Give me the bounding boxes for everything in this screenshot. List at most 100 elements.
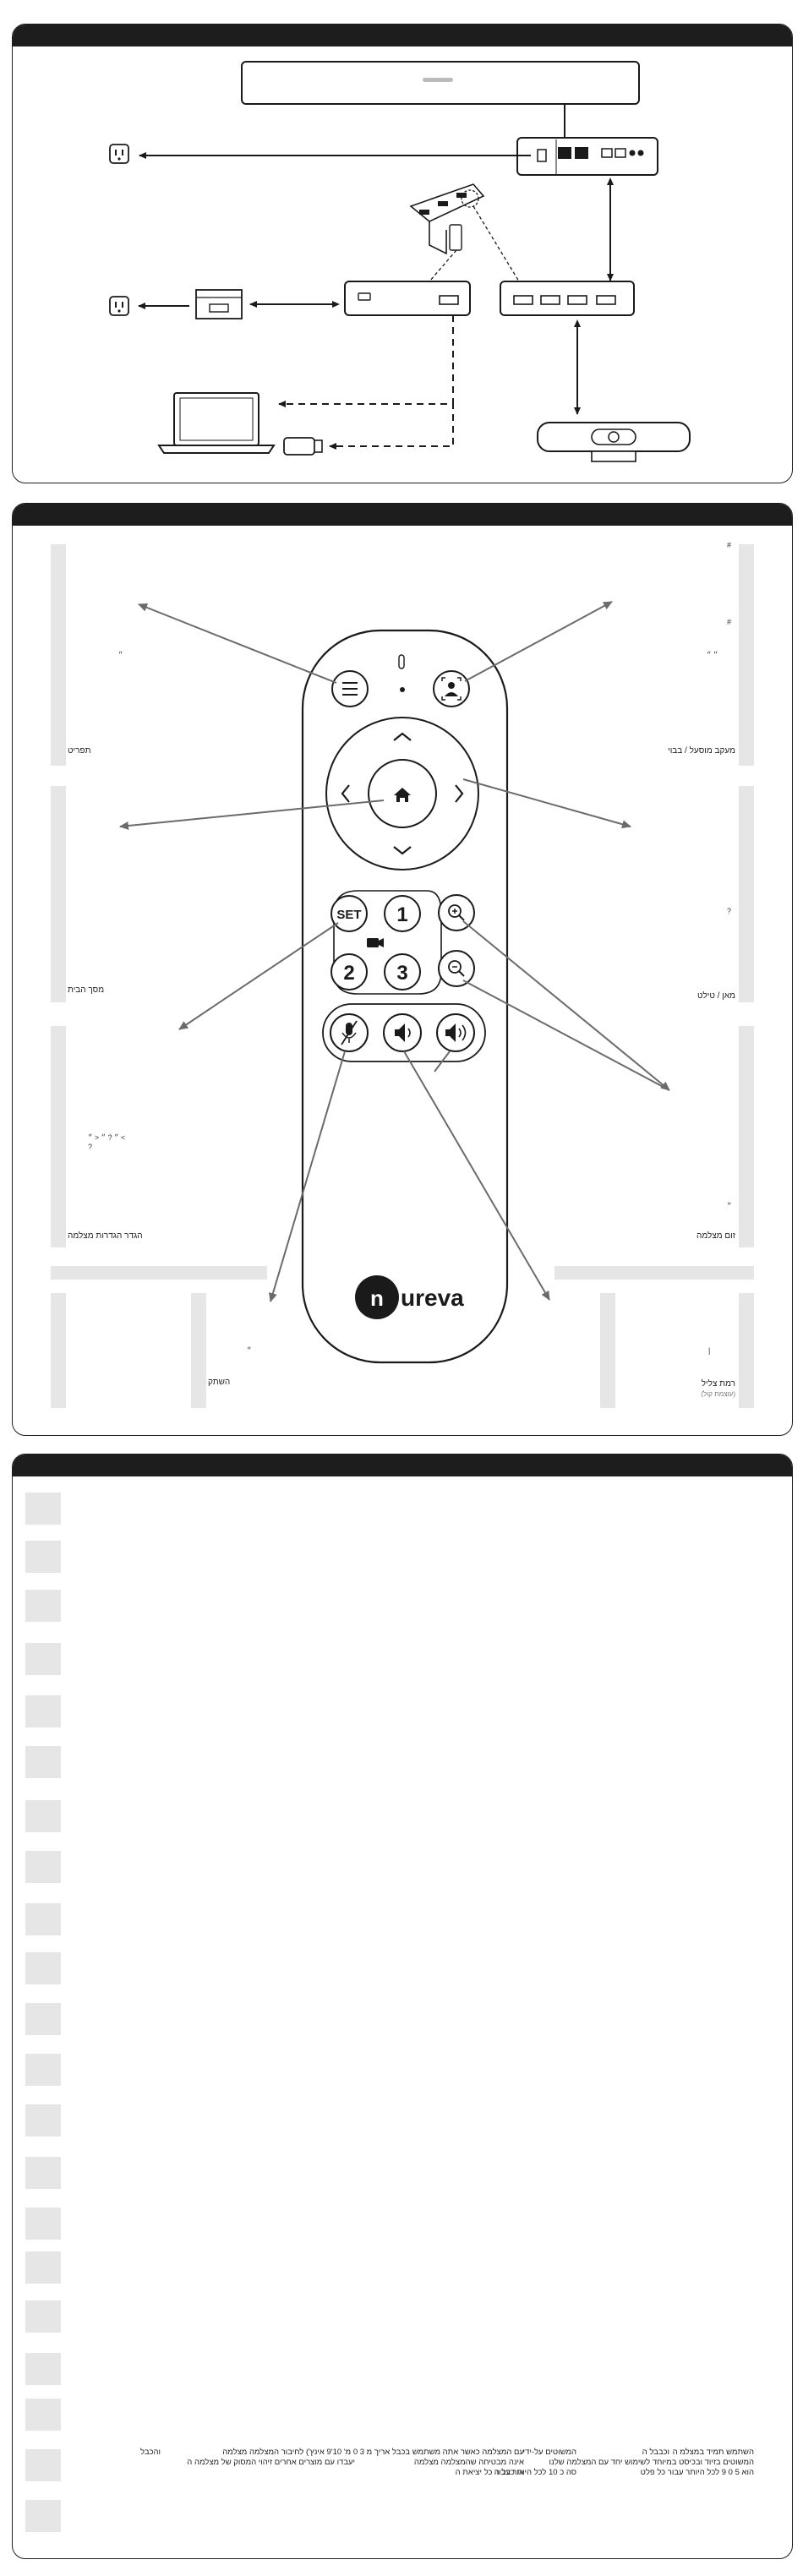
callout-home-label: מסך הבית bbox=[68, 985, 105, 995]
right-icon bbox=[455, 784, 464, 803]
list-marker bbox=[25, 1541, 61, 1573]
list-marker bbox=[25, 1493, 61, 1525]
list-marker bbox=[25, 1903, 61, 1935]
callout-bar bbox=[51, 1266, 267, 1280]
usb-camera-device bbox=[537, 422, 691, 462]
footnote-line: אינה מבטיחה שהמצלמה מצלמה bbox=[413, 2458, 524, 2467]
laptop-icon bbox=[157, 392, 276, 454]
callout-mark: ״ bbox=[247, 1346, 252, 1355]
callout-bar bbox=[739, 1293, 754, 1408]
down-icon bbox=[393, 846, 412, 855]
callout-bar bbox=[51, 1026, 66, 1247]
callout-mark: ״ bbox=[118, 651, 123, 659]
camera-icon bbox=[367, 938, 384, 947]
list-marker bbox=[25, 2300, 61, 2333]
set-button bbox=[330, 895, 368, 932]
usb-dongle-icon bbox=[283, 437, 323, 456]
list-marker bbox=[25, 2104, 61, 2137]
footnote-column: השתמש תמיד במצלמ ה המשוטים בזיוד ובכיסט … bbox=[549, 2448, 754, 2478]
svg-text:ureva: ureva bbox=[401, 1285, 464, 1311]
footnote-line: או כבל ה bbox=[494, 2468, 524, 2477]
callout-bar bbox=[554, 1266, 754, 1280]
list-marker bbox=[25, 2054, 61, 2086]
remote-control-diagram: SET 1 2 3 n ure bbox=[119, 601, 670, 1364]
footnote-line: וכבבל ה bbox=[642, 2448, 669, 2457]
volume-up-icon bbox=[436, 1013, 475, 1052]
preset-3-label: 3 bbox=[396, 962, 407, 985]
callout-mute-label: השתק bbox=[208, 1378, 231, 1387]
compute-box-device bbox=[344, 281, 471, 316]
callout-mark: ״ ? ״ < ״ < bbox=[88, 1133, 126, 1142]
volume-down-icon bbox=[383, 1013, 422, 1052]
list-marker bbox=[25, 2449, 61, 2481]
svg-text:n: n bbox=[370, 1285, 384, 1311]
footnote-line: והכבל bbox=[139, 2448, 161, 2457]
mounting-bracket bbox=[409, 183, 485, 255]
list-marker bbox=[25, 1800, 61, 1832]
callout-zoom-label: זום מצלמה bbox=[696, 1231, 735, 1241]
footnote-line: המשוטים על-ידי bbox=[522, 2448, 576, 2457]
up-icon bbox=[393, 732, 412, 741]
set-label: SET bbox=[336, 908, 361, 922]
zoom-in-icon bbox=[438, 894, 475, 931]
connection-diagram bbox=[109, 61, 691, 462]
list-marker bbox=[25, 2208, 61, 2240]
list-marker bbox=[25, 2500, 61, 2532]
callout-tracking-label: מעקב מוסעל / בבוי bbox=[668, 746, 735, 756]
footnote-line: סה כ 10 לכל היותר עבור כל יציאת ה bbox=[455, 2468, 576, 2477]
list-marker bbox=[25, 1590, 61, 1622]
panel-header bbox=[13, 25, 792, 46]
callout-bar bbox=[51, 1293, 66, 1408]
footnote-line: המשוטים בזיוד ובכיסט במיוחד לשימוש יחד ע… bbox=[549, 2458, 754, 2467]
person-frame-icon bbox=[433, 670, 470, 707]
callout-bar bbox=[600, 1293, 615, 1408]
mic-mute-icon bbox=[330, 1013, 369, 1052]
footnote-column: יעבדו עם מוצרים אחרים זיהוי המסוק של מצל… bbox=[187, 2458, 355, 2468]
menu-icon bbox=[331, 670, 369, 707]
callout-bar bbox=[739, 786, 754, 1002]
preset-3-button bbox=[384, 953, 421, 991]
footnote-line: השתמש תמיד במצלמ ה bbox=[672, 2448, 754, 2457]
footnote-line: עם המצלמה כאשר אתה משתמש בכבל אריך מ 3 0… bbox=[222, 2448, 524, 2457]
list-marker bbox=[25, 2399, 61, 2431]
nureva-logo: n ureva bbox=[355, 1275, 464, 1319]
preset-2-label: 2 bbox=[343, 962, 354, 985]
callout-mark: ״ bbox=[727, 1202, 732, 1210]
navigation-pad bbox=[325, 717, 479, 870]
callout-volume-sublabel: (עוצמת קול) bbox=[701, 1390, 735, 1398]
list-marker bbox=[25, 1952, 61, 1984]
list-marker bbox=[25, 2353, 61, 2385]
preset-1-label: 1 bbox=[396, 903, 407, 926]
callout-pan-tilt-label: מאן / טילט bbox=[696, 991, 735, 1001]
callout-volume-label: רמת צליל bbox=[701, 1379, 735, 1389]
callout-mark: # bbox=[727, 618, 732, 626]
callout-mark: ״ ״ bbox=[707, 651, 718, 659]
callout-menu-label: תפריט bbox=[68, 746, 91, 756]
preset-2-button bbox=[330, 953, 368, 991]
list-marker bbox=[25, 1746, 61, 1778]
callout-bar bbox=[51, 544, 66, 766]
left-icon bbox=[341, 784, 350, 803]
specifications-panel bbox=[12, 1454, 793, 2559]
footnote-column: והכבל bbox=[140, 2448, 161, 2458]
list-marker bbox=[25, 1695, 61, 1727]
footnote-column: עם המצלמה כאשר אתה משתמש בכבל אריך מ 3 0… bbox=[222, 2448, 524, 2478]
home-icon bbox=[394, 788, 411, 802]
footnote-column: המשוטים על-ידי סה כ 10 לכל היותר עבור כל… bbox=[456, 2448, 576, 2478]
footnote-column: וכבבל ה bbox=[642, 2448, 669, 2458]
soundbar-device bbox=[241, 61, 640, 105]
zoom-out-icon bbox=[438, 950, 475, 987]
power-outlet-icon bbox=[109, 296, 129, 316]
callout-camera-settings-label: הגדר הגדרות מצלמה bbox=[68, 1231, 143, 1241]
callout-mark: # bbox=[727, 541, 732, 549]
callout-bar bbox=[191, 1293, 206, 1408]
preset-1-button bbox=[384, 895, 421, 932]
list-marker bbox=[25, 2251, 61, 2284]
usb-hub-device bbox=[500, 281, 635, 316]
footnote-line: הוא 5 0 9 לכל היותר עבור כל פלט bbox=[640, 2468, 754, 2477]
callout-bar bbox=[739, 1026, 754, 1247]
callout-mark: | bbox=[708, 1346, 711, 1355]
footnote-line: יעבדו עם מוצרים אחרים זיהוי המסוק של מצל… bbox=[187, 2458, 355, 2467]
list-marker bbox=[25, 1851, 61, 1883]
list-marker bbox=[25, 2003, 61, 2035]
